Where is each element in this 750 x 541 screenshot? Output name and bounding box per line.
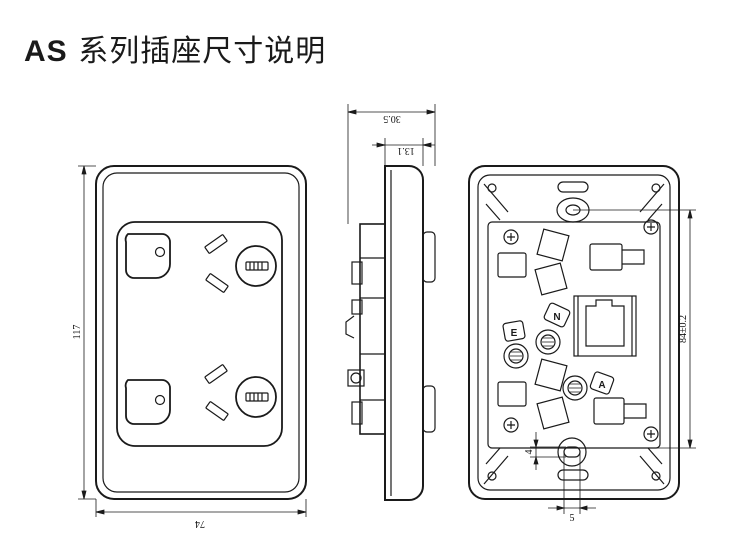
title-prefix: AS — [24, 35, 68, 68]
plate-thickness-label: 13.1 — [397, 145, 415, 156]
bottom-mount-hole — [557, 437, 589, 481]
slot-width-dimension — [548, 452, 596, 514]
front-view: 117 74 — [72, 165, 307, 529]
depth-label: 30.5 — [383, 113, 401, 124]
upper-outlet — [124, 233, 277, 293]
slot-height-label: 4 — [524, 450, 535, 455]
rear-centre-socket — [573, 295, 637, 357]
mount-spacing-label: 84±0.2 — [678, 315, 689, 343]
page-title: AS 系列插座尺寸说明 — [24, 26, 326, 70]
terminal-earth — [502, 320, 529, 369]
terminal-n-label: N — [553, 312, 560, 323]
mount-spacing-dimension — [572, 209, 696, 449]
width-dimension — [95, 499, 307, 517]
width-label: 74 — [195, 518, 205, 529]
lower-outlet — [124, 364, 277, 425]
depth-dimension — [347, 104, 436, 224]
terminal-active — [562, 371, 615, 401]
terminal-neutral — [535, 302, 571, 355]
rear-view: 84±0.2 4 — [468, 165, 696, 514]
terminal-e-label: E — [511, 328, 518, 339]
top-mount-hole — [556, 181, 590, 223]
contact-blocks — [497, 228, 647, 430]
terminal-a-label: A — [598, 380, 605, 391]
side-view: 30.5 13.1 — [345, 104, 436, 501]
title-text: 系列插座尺寸说明 — [78, 34, 327, 69]
slot-height-dimension — [530, 432, 566, 470]
slot-width-label: 5 — [570, 513, 575, 524]
rear-screws — [503, 219, 659, 442]
height-label: 117 — [72, 325, 83, 340]
height-dimension — [78, 165, 96, 500]
